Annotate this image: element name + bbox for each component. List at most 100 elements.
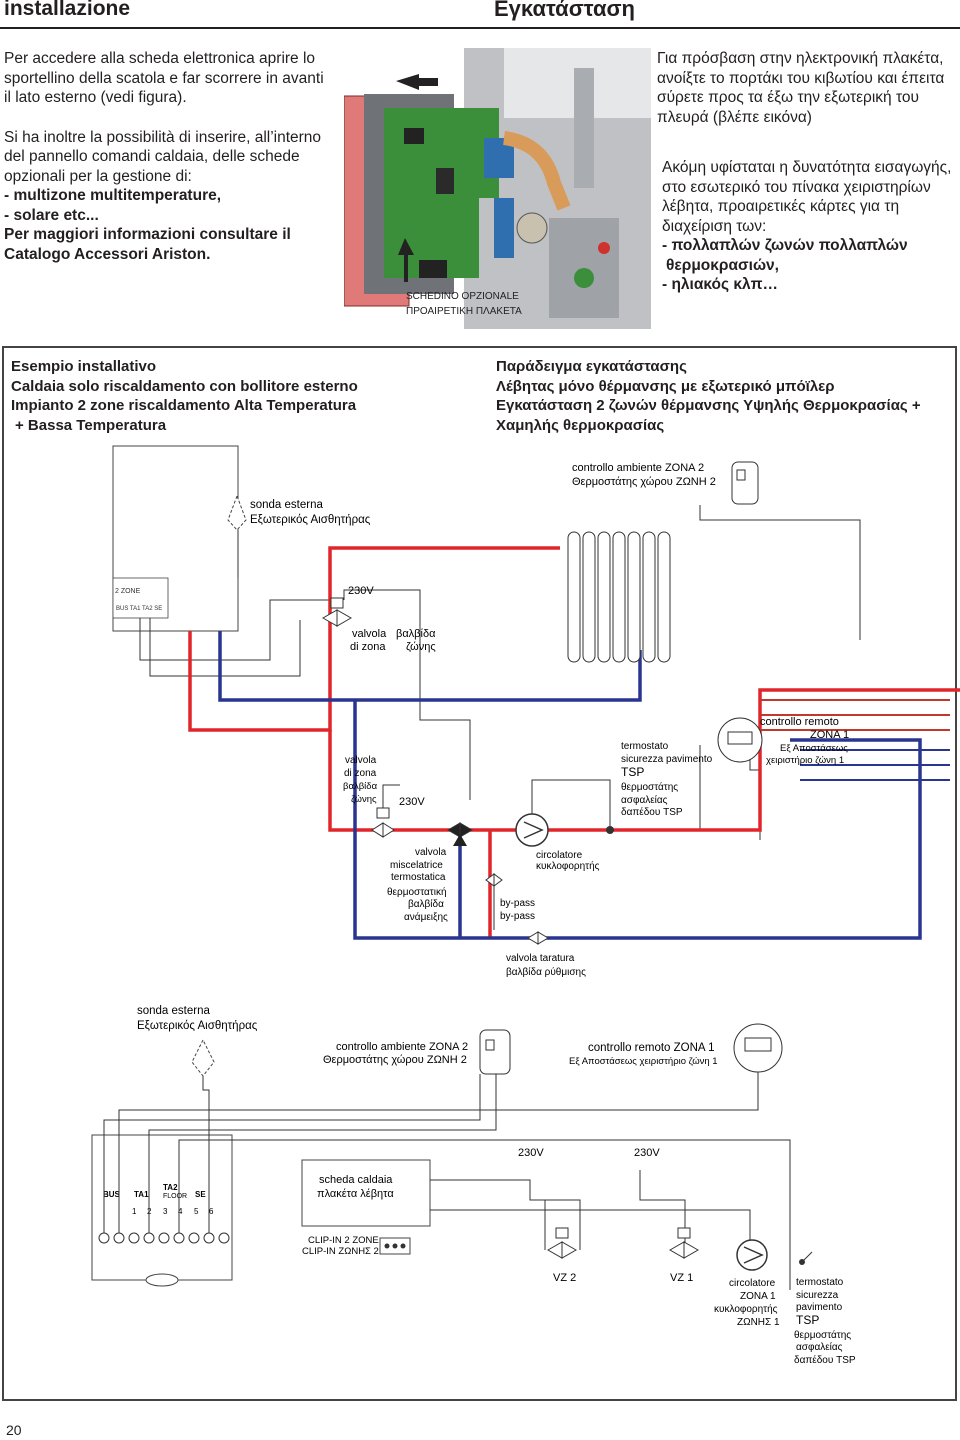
zone-valve-2-it: valvola: [345, 755, 377, 766]
intro-gr-line: σύρετε προς τα έξω την εξωτερική του: [657, 89, 919, 106]
w-circ-it: circolatore: [729, 1278, 776, 1289]
intro-gr-2: Ακόμη υφίσταται η δυνατότητα εισαγωγής, …: [662, 158, 957, 295]
w-scheda-gr: πλακέτα λέβητα: [317, 1188, 394, 1200]
room-thermostat-display: [736, 469, 746, 481]
room-thermostat-icon: [731, 461, 759, 505]
ca-zona2-gr: Θερμοστάτης χώρου ΖΩΝΗ 2: [572, 476, 716, 488]
intro-gr-line: ανοίξτε το πορτάκι του κιβωτίου και έπει…: [657, 69, 945, 87]
w-t-ta1: TA1: [134, 1190, 149, 1199]
zone-valve-2-icon: [371, 822, 395, 838]
photo-caption-gr: ΠΡΟΑΙΡΕΤΙΚΗ ΠΛΑΚΕΤΑ: [406, 306, 522, 317]
circ-it: circolatore: [536, 850, 583, 861]
zone-valve-gr: βαλβίδα: [396, 628, 436, 640]
wire: [699, 505, 861, 640]
bypass-it: by-pass: [500, 898, 535, 909]
wire: [343, 589, 471, 800]
wire: [531, 779, 611, 830]
page-title-gr: Εγκατάσταση: [494, 0, 635, 21]
intro-it-line: - multizone multitemperature,: [4, 187, 222, 204]
mix-gr: θερμοστατική: [387, 886, 447, 898]
w-tsp-gr3: δαπέδου TSP: [794, 1354, 856, 1366]
w-t-ta2: TA2: [163, 1183, 178, 1192]
w-scheda-box: [301, 1159, 431, 1227]
w-scheda-it: scheda caldaia: [319, 1174, 393, 1186]
example-title-gr: Παράδειγμα εγκατάστασης Λέβητας μόνο θέρ…: [496, 357, 921, 435]
intro-gr-line: Για πρόσβαση στην ηλεκτρονική πλακέτα,: [657, 50, 944, 67]
intro-gr: Για πρόσβαση στην ηλεκτρονική πλακέτα, α…: [657, 49, 957, 127]
v230-label: 230V: [348, 585, 374, 597]
w-tsp-it: termostato: [796, 1277, 844, 1288]
bypass-gr: by-pass: [500, 911, 535, 922]
w-outdoor-sensor-icon: [191, 1038, 215, 1077]
w-wire: [202, 1076, 210, 1233]
w-vz1-label: VZ 1: [670, 1272, 693, 1284]
w-t-floor: FLOOR: [163, 1193, 187, 1200]
intro-gr-line: στο εσωτερικό του πίνακα χειριστηρίων: [662, 178, 931, 196]
w-tsp-it2: sicurezza: [796, 1290, 839, 1301]
w-clip-gr: CLIP-IN ΖΩΝΗΣ 2: [302, 1246, 379, 1257]
circulator-arrow: [523, 821, 544, 839]
mix-gr3: ανάμειξης: [404, 911, 448, 923]
intro-gr-line: - ηλιακός κλπ…: [662, 276, 778, 293]
bypass-valve-icon: [485, 873, 503, 887]
sonda-label-gr: Εξωτερικός Αισθητήρας: [250, 514, 371, 526]
w-wire: [148, 1074, 497, 1233]
w-tsp-gr2: ασφαλείας: [796, 1341, 843, 1353]
zone-valve-it2: di zona: [350, 641, 386, 653]
w-tsp-it3: pavimento: [796, 1302, 843, 1313]
w-vz2-label: VZ 2: [553, 1272, 576, 1284]
zone-valve-2-gr: βαλβίδα: [343, 781, 378, 792]
w-t-bus: BUS: [103, 1190, 121, 1199]
zone-valve-icon: [321, 609, 353, 627]
intro-it-line: del pannello comandi caldaia, delle sche…: [4, 148, 300, 165]
intro-it-line: Per maggiori informazioni consultare il: [4, 226, 291, 243]
page-number: 20: [6, 1422, 22, 1438]
w-cr-it: controllo remoto ZONA 1: [588, 1042, 715, 1054]
intro-gr-line: λέβητα, προαιρετικές κάρτες για τη: [662, 198, 900, 215]
example-it-line: Esempio installativo: [11, 358, 157, 375]
example-it-line: Caldaia solo riscaldamento con bollitore…: [11, 377, 358, 395]
hydraulic-diagram: 2 ZONE BUS TA1 TA2 SE: [112, 445, 960, 978]
wire: [382, 784, 400, 815]
example-gr-line: Εγκατάσταση 2 ζωνών θέρμανσης Υψηλής Θερ…: [496, 397, 921, 414]
floor-coil-return: [800, 749, 950, 781]
w-n3: 3: [163, 1207, 168, 1216]
tsp-it: termostato: [621, 741, 669, 752]
return-pipe-blue-2: [353, 700, 922, 940]
w-room-thermostat-icon: [479, 1029, 511, 1075]
intro-gr-line: πλευρά (βλέπε εικόνα): [657, 108, 812, 126]
w-circulator-arrow: [743, 1246, 764, 1264]
cr-it: controllo remoto: [760, 716, 839, 728]
w-pin: [400, 1243, 406, 1249]
w-pin: [384, 1243, 390, 1249]
return-pipe-blue: [218, 631, 642, 702]
w-n6: 6: [209, 1207, 214, 1216]
w-wire: [118, 1072, 759, 1233]
intro-gr-line: - πολλαπλών ζωνών πολλαπλών: [662, 237, 908, 254]
w-clip-it: CLIP-IN 2 ZONE: [308, 1235, 379, 1246]
sonda-label-it: sonda esterna: [250, 499, 323, 511]
w-tsp-switch: [801, 1251, 813, 1263]
zone-valve-gr2: ζώνης: [406, 641, 436, 653]
header-rule: [0, 27, 960, 29]
tsp-gr3: δαπέδου TSP: [621, 806, 683, 818]
w-power-wire: [530, 1199, 546, 1250]
tar-it: valvola taratura: [506, 953, 575, 964]
zone-valve-2-gr2: ζώνης: [351, 794, 377, 805]
w-remote-control-display: [744, 1037, 772, 1052]
outdoor-sensor-icon: [227, 494, 247, 531]
mix-gr2: βαλβίδα: [408, 898, 444, 910]
intro-it-line: - solare etc...: [4, 206, 99, 224]
example-gr-line: Παράδειγμα εγκατάστασης: [496, 358, 687, 375]
w-n5: 5: [194, 1207, 199, 1216]
w-v230a: 230V: [518, 1147, 544, 1159]
intro-it-line: Per accedere alla scheda elettronica apr…: [4, 50, 316, 67]
example-title-it: Esempio installativo Caldaia solo riscal…: [11, 357, 358, 435]
zone-board: [112, 577, 169, 619]
circ-gr: κυκλοφορητής: [536, 860, 600, 872]
zone-board-terminals: BUS TA1 TA2 SE: [116, 606, 162, 612]
w-terminal-block: [98, 1232, 230, 1244]
w-tsp-code: TSP: [796, 1313, 819, 1327]
mixing-valve-port: [453, 834, 467, 846]
radiator-icon: [567, 531, 671, 663]
